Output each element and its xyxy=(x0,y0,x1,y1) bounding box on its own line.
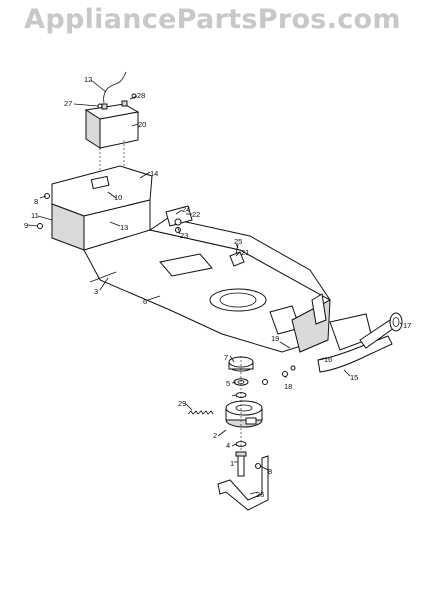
front-axle xyxy=(317,312,403,373)
callout-24: 24 xyxy=(182,205,190,214)
callout-9: 9 xyxy=(24,221,28,230)
pto-clutch xyxy=(225,400,263,428)
callout-8b: 8 xyxy=(268,467,272,476)
bracket xyxy=(229,251,245,267)
battery-cable xyxy=(103,71,127,104)
callout-14: 14 xyxy=(150,169,158,178)
main-frame xyxy=(51,165,331,353)
callout-3: 3 xyxy=(94,287,98,296)
mount-bracket xyxy=(165,205,193,227)
callout-17: 17 xyxy=(403,321,411,330)
callout-19: 19 xyxy=(271,334,279,343)
callout-11: 11 xyxy=(31,211,39,220)
site-watermark: AppliancePartsPros.com xyxy=(24,4,401,35)
callout-10: 10 xyxy=(114,193,122,202)
callout-28: 28 xyxy=(137,91,145,100)
callout-12: 12 xyxy=(84,75,92,84)
clutch-stop-bracket xyxy=(217,455,269,511)
callout-13: 13 xyxy=(120,223,128,232)
callout-26: 26 xyxy=(256,490,264,499)
battery xyxy=(84,100,140,149)
leader-lines xyxy=(27,79,403,495)
callout-20: 20 xyxy=(138,120,146,129)
callout-8: 8 xyxy=(34,197,38,206)
spring xyxy=(187,410,214,415)
callout-15: 15 xyxy=(350,373,358,382)
callout-25: 25 xyxy=(234,237,242,246)
callout-labels: 1 2 3 4 5 6 7 8 8 9 10 11 12 13 14 15 16… xyxy=(24,75,411,499)
callout-23: 23 xyxy=(180,231,188,240)
callout-16: 16 xyxy=(324,355,332,364)
callout-29: 29 xyxy=(178,399,186,408)
callout-4: 4 xyxy=(226,441,230,450)
callout-5: 5 xyxy=(226,379,230,388)
callout-6: 6 xyxy=(143,297,147,306)
callout-1: 1 xyxy=(230,459,234,468)
callout-27: 27 xyxy=(64,99,72,108)
callout-21: 21 xyxy=(241,248,249,257)
clutch-bolt xyxy=(235,451,247,477)
callout-7: 7 xyxy=(224,353,228,362)
callout-22: 22 xyxy=(192,210,200,219)
callout-18: 18 xyxy=(284,382,292,391)
callout-2: 2 xyxy=(213,431,217,440)
